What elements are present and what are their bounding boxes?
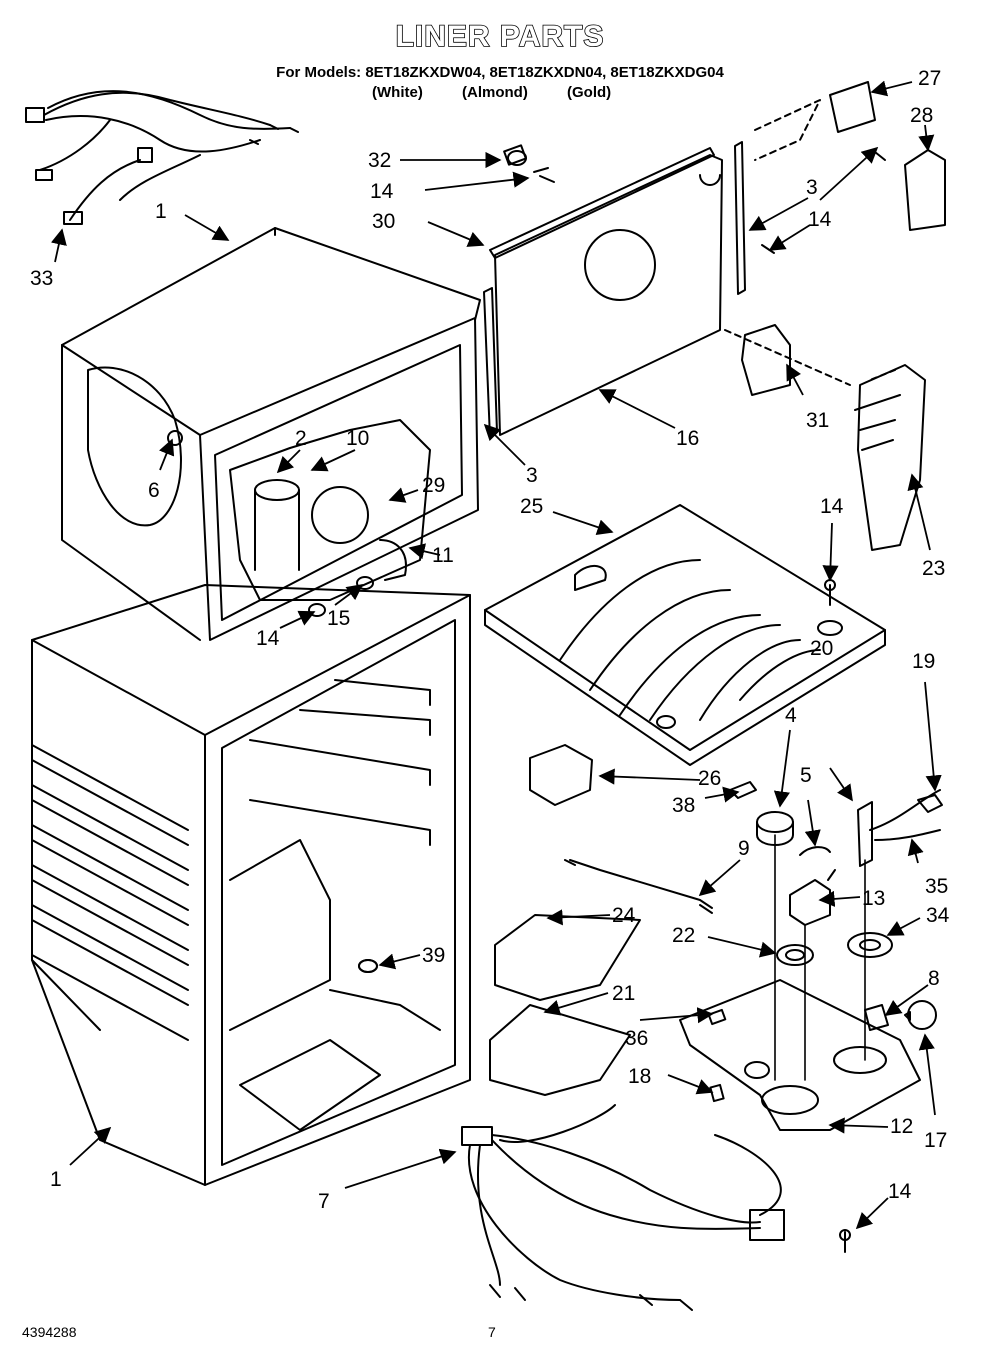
control-housing-23 — [724, 324, 926, 551]
callout-14: 14 — [888, 1180, 912, 1203]
callout-6: 6 — [148, 479, 160, 502]
fresh-food-liner — [31, 584, 471, 1186]
color-white-label: (White) — [372, 84, 423, 101]
callout-33: 33 — [30, 267, 53, 290]
callout-25: 25 — [520, 495, 543, 518]
callout-8: 8 — [928, 967, 940, 990]
callout-39: 39 — [422, 944, 445, 967]
callout-3: 3 — [806, 176, 818, 199]
callout-7: 7 — [318, 1190, 330, 1213]
page-number: 7 — [488, 1324, 496, 1340]
callout-2: 2 — [295, 427, 307, 450]
callout-12: 12 — [890, 1115, 913, 1138]
callout-22: 22 — [672, 924, 695, 947]
callout-38: 38 — [672, 794, 695, 817]
callout-20: 20 — [810, 637, 833, 660]
models-line: For Models: 8ET18ZKXDW04, 8ET18ZKXDN04, … — [276, 64, 724, 81]
control-assembly-lower-right — [679, 789, 943, 1131]
callout-14: 14 — [370, 180, 394, 203]
freezer-liner — [61, 227, 481, 641]
callout-31: 31 — [806, 409, 829, 432]
callout-1: 1 — [155, 200, 167, 223]
callout-30: 30 — [372, 210, 395, 233]
callout-labels: 1 33 32 14 30 3 14 27 28 16 31 23 14 25 … — [30, 67, 950, 1213]
callout-34: 34 — [926, 904, 950, 927]
callout-29: 29 — [422, 474, 445, 497]
callout-11: 11 — [432, 544, 454, 567]
callout-26: 26 — [698, 767, 721, 790]
callout-15: 15 — [327, 607, 350, 630]
callout-4: 4 — [785, 704, 797, 727]
callout-leader-lines — [50, 80, 942, 1230]
light-housing-parts — [489, 744, 757, 1096]
callout-14: 14 — [256, 627, 280, 650]
callout-23: 23 — [922, 557, 945, 580]
callout-3: 3 — [526, 464, 538, 487]
document-number: 4394288 — [22, 1324, 77, 1340]
callout-14: 14 — [820, 495, 844, 518]
callout-36: 36 — [625, 1027, 648, 1050]
callout-32: 32 — [368, 149, 391, 172]
wire-harness-bottom — [461, 1104, 785, 1311]
wire-harness-top — [25, 90, 299, 225]
callout-24: 24 — [612, 904, 636, 927]
callout-19: 19 — [912, 650, 935, 673]
callout-16: 16 — [676, 427, 699, 450]
color-almond-label: (Almond) — [462, 84, 528, 101]
callout-21: 21 — [612, 982, 635, 1005]
crisper-cover-25 — [484, 504, 886, 766]
callout-17: 17 — [924, 1129, 947, 1152]
callout-9: 9 — [738, 837, 750, 860]
callout-28: 28 — [910, 104, 933, 127]
page-title: LINER PARTS — [395, 19, 605, 54]
callout-18: 18 — [628, 1065, 651, 1088]
callout-10: 10 — [346, 427, 369, 450]
callout-27: 27 — [918, 67, 941, 90]
evaporator-cover-panel — [483, 81, 946, 439]
callout-1: 1 — [50, 1168, 62, 1191]
callout-35: 35 — [925, 875, 948, 898]
callout-5: 5 — [800, 764, 812, 787]
callout-14: 14 — [808, 208, 832, 231]
callout-13: 13 — [862, 887, 885, 910]
color-gold-label: (Gold) — [567, 84, 612, 101]
